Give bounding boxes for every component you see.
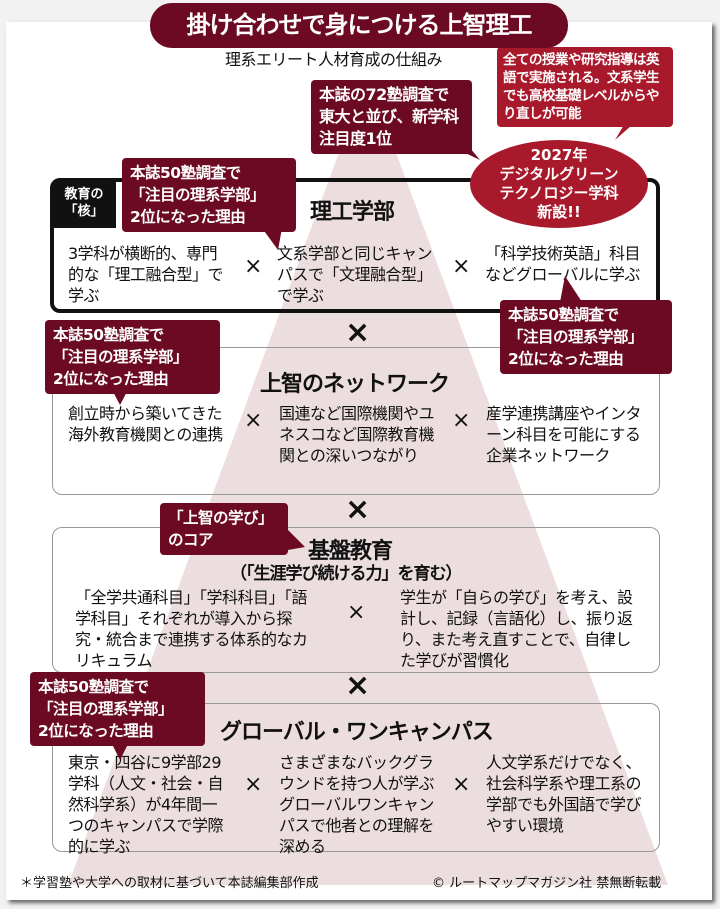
- times-symbol: ×: [452, 254, 471, 279]
- section-item: 学生が「自らの学び」を考え、設計し、記録（言語化）し、振り返り、また考え直すこと…: [400, 588, 633, 670]
- section-item: 文系学部と同じキャンパスで「文理融合型」で学ぶ: [277, 244, 433, 305]
- section-item: 国連など国際機関やユネスコなど国際教育機関との深いつながり: [279, 404, 435, 465]
- callout-line: 本誌50塾調査で: [53, 326, 164, 344]
- ranking-callout: 本誌50塾調査で「注目の理系学部」 2位になった理由: [500, 300, 672, 374]
- top-ranking-callout: 本誌の72塾調査で東大と並び、新学科注目度1位: [311, 80, 472, 154]
- section-item: 3学科が横断的、専門的な「理工融合型」で学ぶ: [68, 244, 224, 305]
- multiply-icon: ×: [345, 315, 371, 350]
- callout-line: 2位になった理由: [508, 350, 624, 368]
- section-heading: 上智のネットワーク: [260, 372, 450, 397]
- times-symbol: ×: [452, 772, 471, 797]
- section-rikougakubu: [50, 178, 660, 313]
- section-global-one-campus: [52, 703, 660, 852]
- callout-line: 本誌50塾調査で: [130, 164, 241, 182]
- page-title: 掛け合わせで身につける上智理工: [150, 3, 568, 48]
- footer-note: ＊学習塾や大学への取材に基づいて本誌編集部作成: [20, 876, 319, 891]
- times-symbol: ×: [452, 408, 471, 433]
- section-item: 「全学共通科目」「学科科目」「語学科目」それぞれが導入から探究・統合まで連携する…: [75, 588, 308, 670]
- callout-line: 2位になった理由: [38, 722, 154, 740]
- callout-line: 「注目の理系学部」: [53, 348, 189, 366]
- multiply-icon: ×: [345, 668, 371, 703]
- callout-line: 2位になった理由: [53, 370, 169, 388]
- section-subheading: （「生涯学び続ける力」を育む）: [230, 564, 462, 584]
- section-item: 東京・四谷に9学部29学科（人文・社会・自然科学系）が4年間一つのキャンパスで学…: [68, 753, 224, 856]
- new-department-ellipse: 2027年 デジタルグリーン テクノロジー学科 新設!!: [470, 140, 648, 228]
- callout-line: 2位になった理由: [130, 208, 246, 226]
- ellipse-line: デジタルグリーン: [499, 165, 619, 183]
- section-item: 人文学系だけでなく、社会科学系や理工系の学部でも外国語で学びやすい環境: [486, 753, 642, 835]
- section-network: [52, 347, 660, 495]
- core-callout: 「上智の学び」のコア: [160, 503, 288, 555]
- ellipse-line: 2027年: [530, 146, 588, 164]
- section-kiban-kyouiku: [52, 527, 660, 673]
- copyright: © ルートマップマガジン社 禁無断転載: [432, 876, 662, 891]
- section-item: さまざまなバックグラウンドを持つ人が学ぶグローバルワンキャンパスで他者との理解を…: [279, 753, 435, 856]
- section-heading: 理工学部: [310, 200, 395, 225]
- section-item: 創立時から築いてきた海外教育機関との連携: [68, 404, 223, 444]
- section-heading: 基盤教育: [308, 539, 393, 564]
- ranking-callout: 本誌50塾調査で「注目の理系学部」 2位になった理由: [122, 158, 296, 232]
- times-symbol: ×: [244, 772, 263, 797]
- subtitle: 理系エリート人材育成の仕組み: [225, 50, 443, 69]
- callout-line: 本誌50塾調査で: [38, 678, 149, 696]
- callout-line: 「注目の理系学部」: [508, 328, 644, 346]
- english-note-callout: 全ての授業や研究指導は英語で実施される。文系学生でも高校基礎レベルからやり直しが…: [497, 47, 673, 127]
- callout-line: 「注目の理系学部」: [130, 186, 266, 204]
- times-symbol: ×: [347, 600, 366, 625]
- ranking-callout: 本誌50塾調査で「注目の理系学部」 2位になった理由: [45, 320, 220, 394]
- times-symbol: ×: [244, 254, 263, 279]
- callout-line: 本誌50塾調査で: [508, 306, 619, 324]
- multiply-icon: ×: [345, 492, 371, 527]
- core-label: 教育の「核」: [52, 180, 116, 228]
- callout-line: 「注目の理系学部」: [38, 700, 174, 718]
- ellipse-line: 新設!!: [537, 203, 581, 221]
- ranking-callout: 本誌50塾調査で「注目の理系学部」 2位になった理由: [30, 672, 205, 746]
- section-item: 「科学技術英語」科目などグローバルに学ぶ: [485, 244, 641, 284]
- section-heading: グローバル・ワンキャンパス: [220, 720, 494, 745]
- section-item: 産学連携講座やインターン科目を可能にする企業ネットワーク: [486, 404, 642, 465]
- ellipse-line: テクノロジー学科: [499, 184, 619, 202]
- times-symbol: ×: [244, 408, 263, 433]
